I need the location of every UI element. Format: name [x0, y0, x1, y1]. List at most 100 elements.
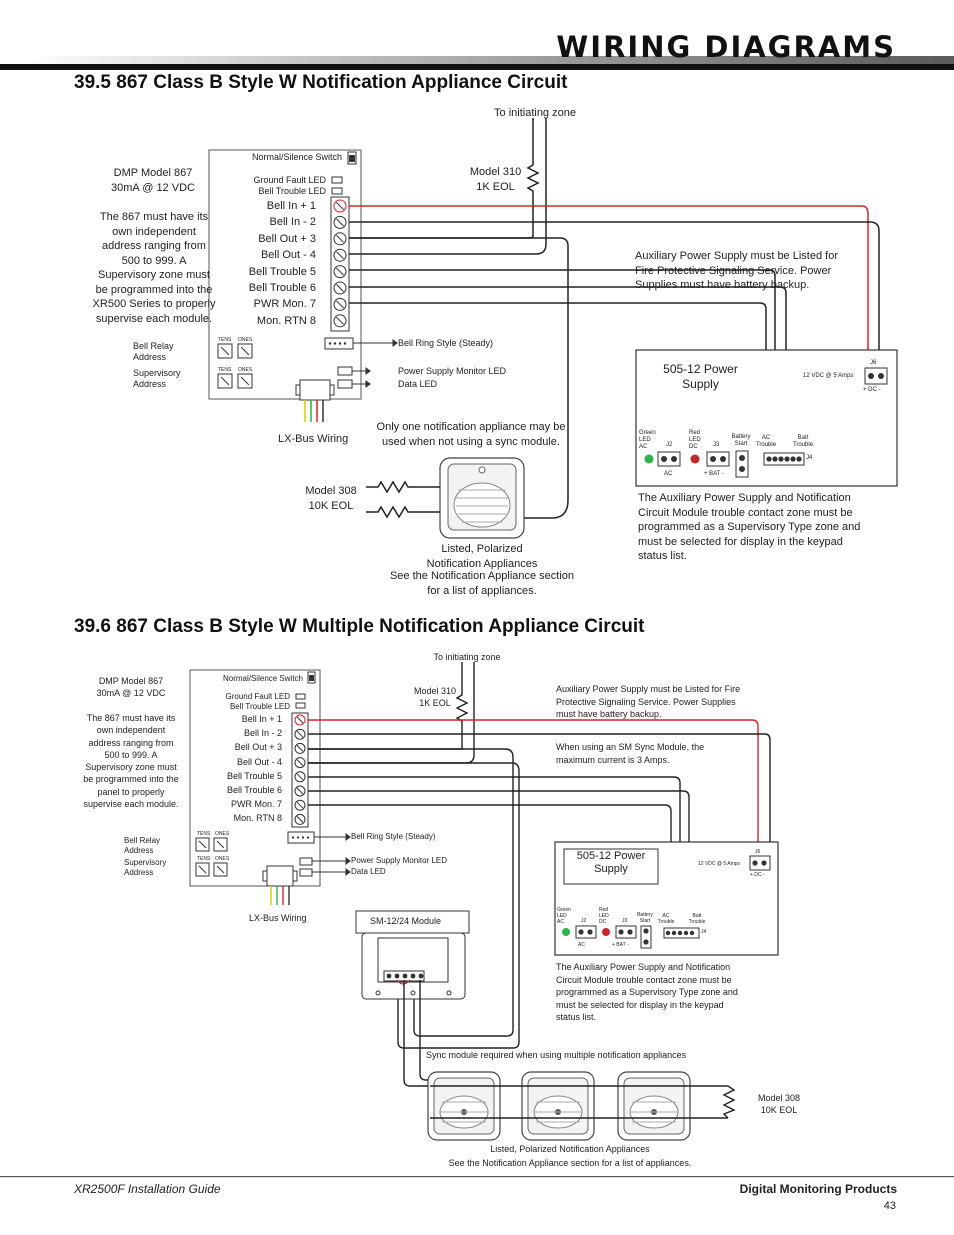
s2-ps-j6: J6: [755, 849, 761, 855]
s2-terminal-label: Mon. RTN 8: [233, 813, 282, 824]
s2-ps-vdc: 12 VDC @ 5 Amps: [698, 861, 741, 867]
s2-terminal-label: PWR Mon. 7: [230, 799, 282, 810]
s1-ps-title: 505-12 Power Supply: [663, 362, 738, 391]
s2-bell-ring-label: Bell Ring Style (Steady): [351, 832, 436, 841]
s1-dmp-note: The 867 must have its own independent ad…: [92, 211, 216, 325]
s2-ps-bat: + BAT -: [612, 942, 629, 948]
s1-red-wire: [349, 205, 869, 368]
s2-dmp-note: The 867 must have its own independent ad…: [83, 713, 179, 810]
s2-terminal-label: Bell Trouble 6: [226, 785, 282, 795]
s2-data-led-label: Data LED: [351, 867, 386, 876]
header-bar: [0, 56, 954, 70]
s2-aux-note: Auxiliary Power Supply must be Listed fo…: [556, 684, 741, 719]
s2-terminal-screw: [294, 799, 306, 811]
s1-aux-note: Auxiliary Power Supply must be Listed fo…: [635, 250, 838, 291]
header-title: WIRING DIAGRAMS: [556, 30, 896, 64]
s1-ps-j2: J2: [666, 442, 673, 448]
s2-to-zone-label: To initiating zone: [433, 652, 501, 662]
s2-psm-led-label: Power Supply Monitor LED: [351, 856, 448, 865]
s2-terminal-screw: [294, 742, 306, 754]
s2-terminal-screw: [294, 771, 306, 783]
s1-sup-addr-label: Supervisory Address: [133, 368, 181, 389]
s1-bell-ring-label: Bell Ring Style (Steady): [398, 338, 494, 348]
s1-model310-label: Model 310 1K EOL: [469, 166, 522, 193]
s2-ones-2: ONES: [215, 856, 230, 862]
s2-ps-green: Green LED AC: [557, 907, 571, 925]
s2-bt-led-label: Bell Trouble LED: [229, 702, 290, 711]
s2-ps-red: Red LED DC: [599, 907, 609, 925]
s2-terminal-label: Bell Out - 4: [236, 756, 282, 767]
s2-appliances: [427, 1071, 691, 1141]
s1-ps-dc: + DC -: [863, 387, 881, 393]
s2-sync-required: Sync module required when using multiple…: [426, 1050, 687, 1060]
s1-data-led-icon: [337, 379, 353, 389]
section-1-diagram: [208, 118, 898, 539]
s2-terminal-screw: [294, 785, 306, 797]
s1-tens-1: TENS: [218, 337, 232, 343]
s1-red-led-icon: [690, 454, 700, 464]
s2-ps-note: The Auxiliary Power Supply and Notificat…: [556, 962, 738, 1022]
s1-ps-j3: J3: [713, 442, 720, 448]
s1-ps-j6: J6: [870, 360, 877, 366]
s2-ones-1: ONES: [215, 831, 230, 837]
s1-psm-led-icon: [337, 366, 353, 376]
s2-terminal-screw: [294, 757, 306, 769]
s1-ones-2: ONES: [238, 367, 253, 373]
s1-terminal-label: Bell In - 2: [269, 216, 316, 229]
s2-sup-addr-label: Supervisory Address: [124, 858, 167, 877]
page-number: 43: [883, 1200, 896, 1212]
s2-dmp-model: DMP Model 867 30mA @ 12 VDC: [96, 676, 166, 698]
s1-ps-batt: Batt Trouble: [792, 435, 814, 448]
s1-tens-2: TENS: [218, 367, 232, 373]
s2-notification-appliance: [617, 1071, 691, 1141]
s2-sm-module-label: SM-12/24 Module: [370, 916, 442, 926]
s1-relay-addr-label: Bell Relay Address: [133, 341, 174, 362]
s2-see-label: See the Notification Appliance section f…: [448, 1158, 692, 1168]
s1-dmp-model: DMP Model 867 30mA @ 12 VDC: [111, 167, 195, 194]
s2-listed-label: Listed, Polarized Notification Appliance…: [490, 1144, 650, 1154]
s2-tens-1: TENS: [197, 831, 211, 837]
s1-bt-led-label: Bell Trouble LED: [258, 186, 326, 196]
s1-model308-label: Model 308 10K EOL: [305, 485, 357, 512]
s1-terminal-label: Bell Trouble 5: [248, 265, 316, 278]
s2-ps-ac: AC: [578, 942, 585, 948]
s1-terminal-label: Mon. RTN 8: [256, 314, 316, 327]
s2-terminal-screw: [294, 813, 306, 825]
s2-terminal-label: Bell In - 2: [243, 728, 282, 739]
s1-ps-j4: J4: [806, 455, 813, 461]
s2-ps-j2: J2: [581, 918, 587, 924]
s2-ps-j3: J3: [622, 918, 628, 924]
s2-ps-batt: Batt Trouble: [688, 913, 706, 925]
s1-gf-led-icon: [331, 176, 343, 184]
s2-tens-2: TENS: [197, 856, 211, 862]
s2-terminal-screw: [294, 714, 306, 726]
footer-guide: XR2500F Installation Guide: [74, 1182, 221, 1196]
s2-ps-title: 505-12 Power Supply: [576, 850, 646, 875]
s2-terminal-label: Bell In + 1: [241, 714, 282, 724]
s2-model310-label: Model 310 1K EOL: [413, 686, 457, 708]
s1-listed-label: Listed, Polarized Notification Appliance…: [426, 543, 538, 570]
s1-ps-actrouble: AC Trouble: [755, 435, 777, 448]
s2-terminal-label: Bell Out + 3: [234, 742, 282, 753]
s1-psm-led-label: Power Supply Monitor LED: [398, 366, 507, 376]
s2-notification-appliance: [427, 1071, 501, 1141]
s2-ps-actrouble: AC Trouble: [657, 913, 675, 925]
s1-to-zone-label: To initiating zone: [494, 107, 576, 119]
section-1-title: 39.5 867 Class B Style W Notification Ap…: [74, 72, 568, 93]
s1-gf-led-label: Ground Fault LED: [253, 175, 326, 185]
s1-ps-batstart: Battery Start: [731, 434, 751, 447]
s1-terminal-label: Bell Out - 4: [260, 249, 316, 262]
footer-company: Digital Monitoring Products: [739, 1182, 897, 1196]
s1-ones-1: ONES: [238, 337, 253, 343]
s1-model308-resistor: [366, 480, 440, 494]
s1-terminal-label: Bell In + 1: [266, 200, 316, 212]
s1-terminal-label: Bell Trouble 6: [248, 282, 316, 294]
s1-lx-bus-label: LX-Bus Wiring: [278, 433, 349, 445]
s2-ps-batstart: Battery Start: [637, 912, 653, 924]
s2-switch-label: Normal/Silence Switch: [222, 674, 303, 683]
s1-notification-appliance: [439, 457, 525, 539]
s1-see-label: See the Notification Appliance section f…: [389, 570, 575, 597]
s1-green-led-icon: [644, 454, 654, 464]
s2-ps-j4: J4: [701, 929, 707, 935]
